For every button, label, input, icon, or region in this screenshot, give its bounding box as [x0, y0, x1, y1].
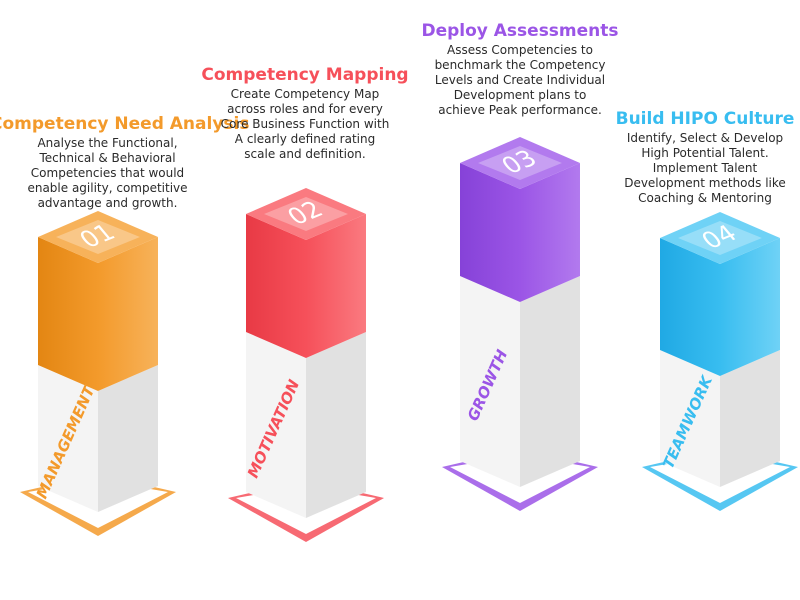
pillar-2-block-left — [246, 214, 306, 358]
pillar-1-column-right — [98, 365, 158, 512]
pillar-1-block-top — [38, 211, 158, 263]
pillar-2-top-highlight — [264, 197, 348, 231]
pillar-1-block-left — [38, 237, 98, 391]
pillar-1-block-right — [98, 237, 158, 391]
pillar-4-block-right — [720, 238, 780, 376]
step-4-title: Build HIPO Culture — [615, 109, 795, 129]
step-1-description: Analyse the Functional, Technical & Beha… — [27, 136, 188, 210]
pillar-1-top-highlight — [56, 220, 140, 254]
step-3-title: Deploy Assessments — [421, 21, 619, 41]
pillar-4-top-highlight — [678, 221, 762, 255]
step-4-text: Build HIPO Culture Identify, Select & De… — [605, 108, 800, 206]
step-2-text: Competency Mapping Create Competency Map… — [190, 64, 420, 162]
pillar-2-block-top — [246, 188, 366, 240]
step-2-title: Competency Mapping — [201, 65, 409, 85]
pillar-3-block-left — [460, 163, 520, 302]
pillar-2-block-right — [306, 214, 366, 358]
pillar-2-column-left — [246, 332, 306, 518]
step-1-text: Competency Need Analysis Analyse the Fun… — [0, 113, 250, 211]
pillar-3-block-right — [520, 163, 580, 302]
pillar-3-column-left — [460, 276, 520, 487]
pillar-4-column-right — [720, 350, 780, 487]
pillar-3-block-top — [460, 137, 580, 189]
step-4-description: Identify, Select & Develop High Potentia… — [624, 131, 786, 205]
step-2-description: Create Competency Map across roles and f… — [220, 87, 390, 161]
pillar-3-column-right — [520, 276, 580, 487]
pillar-1-column-left — [38, 365, 98, 512]
step-1-title: Competency Need Analysis — [0, 114, 250, 134]
step-3-description: Assess Competencies to benchmark the Com… — [434, 43, 606, 117]
step-3-text: Deploy Assessments Assess Competencies t… — [405, 20, 635, 118]
pillar-2-column-right — [306, 332, 366, 518]
pillar-4-column-left — [660, 350, 720, 487]
pillar-4-block-top — [660, 212, 780, 264]
pillar-4-block-left — [660, 238, 720, 376]
pillar-3-top-highlight — [478, 146, 562, 180]
